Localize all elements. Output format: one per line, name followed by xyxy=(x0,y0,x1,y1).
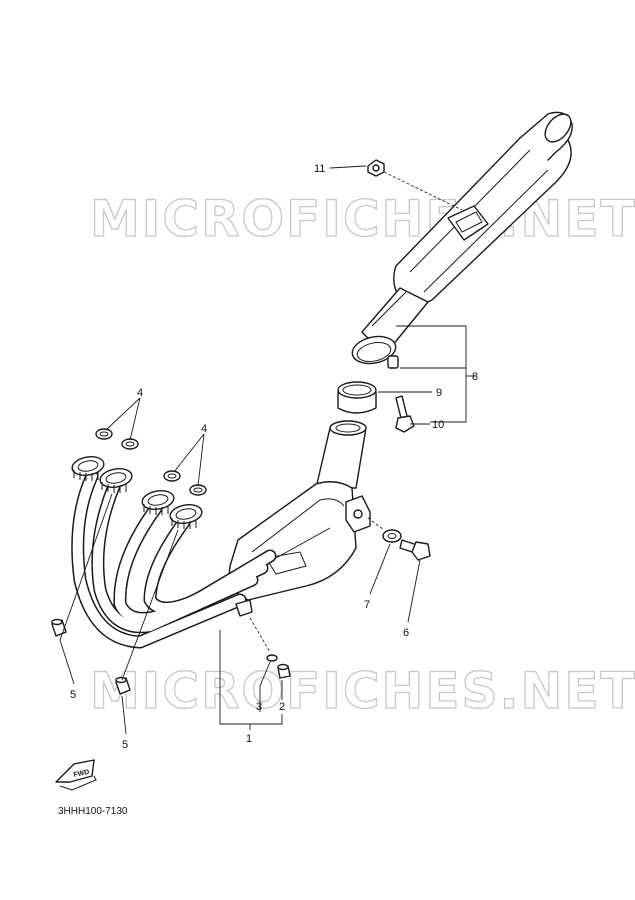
callout-5-left: 5 xyxy=(70,689,76,701)
dash-gasket-3 xyxy=(249,617,271,653)
gasket-3 xyxy=(266,654,278,662)
callout-labels: 11 8 9 10 4 4 5 5 7 6 3 2 1 xyxy=(70,163,478,751)
callout-3: 3 xyxy=(256,701,262,713)
callout-5-right: 5 xyxy=(122,739,128,751)
callout-11: 11 xyxy=(314,163,325,175)
callout-9: 9 xyxy=(436,387,442,399)
bolt-2 xyxy=(277,663,291,679)
header-flange-3 xyxy=(141,490,175,515)
bolt-10 xyxy=(395,395,415,433)
fwd-label: FWD xyxy=(73,769,90,779)
gaskets-4-right xyxy=(163,470,207,496)
dash-bolt-11 xyxy=(383,171,463,211)
callout-6: 6 xyxy=(403,627,409,639)
washer-7 xyxy=(382,529,402,543)
bolt-6 xyxy=(399,539,431,561)
header-flange-4 xyxy=(169,504,203,529)
callout-1: 1 xyxy=(246,733,252,745)
header-flange-2 xyxy=(99,468,133,493)
callout-8: 8 xyxy=(472,371,478,383)
exhaust-pipe-assembly xyxy=(71,420,371,649)
callout-4-right: 4 xyxy=(201,423,207,435)
callout-2: 2 xyxy=(279,701,285,713)
leader-lines xyxy=(59,165,476,735)
watermark-bottom: MICROFICHES.NET xyxy=(90,662,635,720)
gasket-9 xyxy=(337,381,377,414)
muffler xyxy=(351,111,573,369)
gaskets-4-left xyxy=(95,428,139,450)
bolt-11 xyxy=(367,159,385,177)
header-flange-1 xyxy=(71,456,105,481)
fwd-arrow: FWD xyxy=(55,759,97,791)
diagram-code: 3HHH100-7130 xyxy=(58,806,128,817)
callout-7: 7 xyxy=(364,599,370,611)
callout-10: 10 xyxy=(432,419,444,431)
watermark-top: MICROFICHES.NET xyxy=(90,190,635,248)
dash-washer-7 xyxy=(367,517,385,531)
callout-4-left: 4 xyxy=(137,387,143,399)
